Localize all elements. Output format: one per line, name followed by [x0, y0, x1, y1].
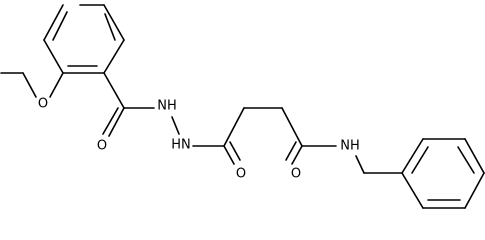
benzyl-n-ch2 [355, 155, 365, 174]
carbonyl1-double-b [102, 107, 119, 135]
atom-o-carbonyl-2: O [234, 165, 248, 183]
ring1-inner-3 [52, 11, 68, 41]
ring1-inner-1 [104, 13, 116, 41]
atom-label-background [339, 137, 361, 155]
ring1-bond-5 [43, 39, 64, 74]
ring1-bond-6 [43, 4, 64, 41]
atom-label-background [170, 136, 192, 154]
atom-o-carbonyl-3: O [289, 165, 303, 183]
ring2-bond-3 [464, 172, 485, 209]
bond-lines [0, 4, 485, 209]
ring2-bond-1 [401, 172, 424, 209]
ring2-bond-4 [464, 138, 485, 174]
amide2-double-b [229, 141, 241, 161]
atom-label-o-carbonyl-1: O [97, 139, 107, 154]
atom-label-o-methoxy: O [38, 97, 48, 112]
ring2-inner-3 [411, 146, 429, 174]
atom-labels: O O NH HN O O NH [36, 95, 361, 183]
ring1-bond-2 [103, 4, 125, 41]
amide3-double-a [291, 145, 303, 165]
atom-label-background [36, 95, 50, 113]
atom-label-background [156, 97, 178, 115]
atom-label-nh-2: HN [171, 138, 191, 153]
atom-o-carbonyl-1: O [95, 137, 109, 155]
atom-label-background [234, 165, 248, 183]
atom-label-nh-1: NH [157, 99, 177, 114]
ring2-inner-2 [457, 146, 475, 174]
methoxy-c-o [22, 72, 37, 98]
atom-o-methoxy: O [36, 95, 50, 113]
carbonyl1-ring [103, 72, 125, 109]
atom-nh-1: NH [156, 97, 178, 115]
chain-c1 [223, 107, 245, 147]
ring2-bond-6 [401, 138, 424, 174]
amide3-double-b [285, 141, 297, 161]
ring1-bond-3 [103, 39, 125, 74]
atom-nh-2: HN [170, 136, 192, 154]
hydrazine-n-n [171, 116, 180, 135]
amide2-double-a [223, 145, 235, 165]
chain-c3 [281, 107, 303, 147]
atom-label-background [95, 137, 109, 155]
atom-label-nh-3: NH [340, 139, 360, 154]
atom-label-o-carbonyl-3: O [291, 167, 301, 182]
molecule-diagram: O O NH HN O O NH [0, 4, 485, 209]
methoxy-o-c [49, 72, 64, 98]
atom-label-o-carbonyl-2: O [236, 167, 246, 182]
atom-nh-3: NH [339, 137, 361, 155]
carbonyl1-double-a [108, 107, 125, 137]
atom-label-background [289, 165, 303, 183]
